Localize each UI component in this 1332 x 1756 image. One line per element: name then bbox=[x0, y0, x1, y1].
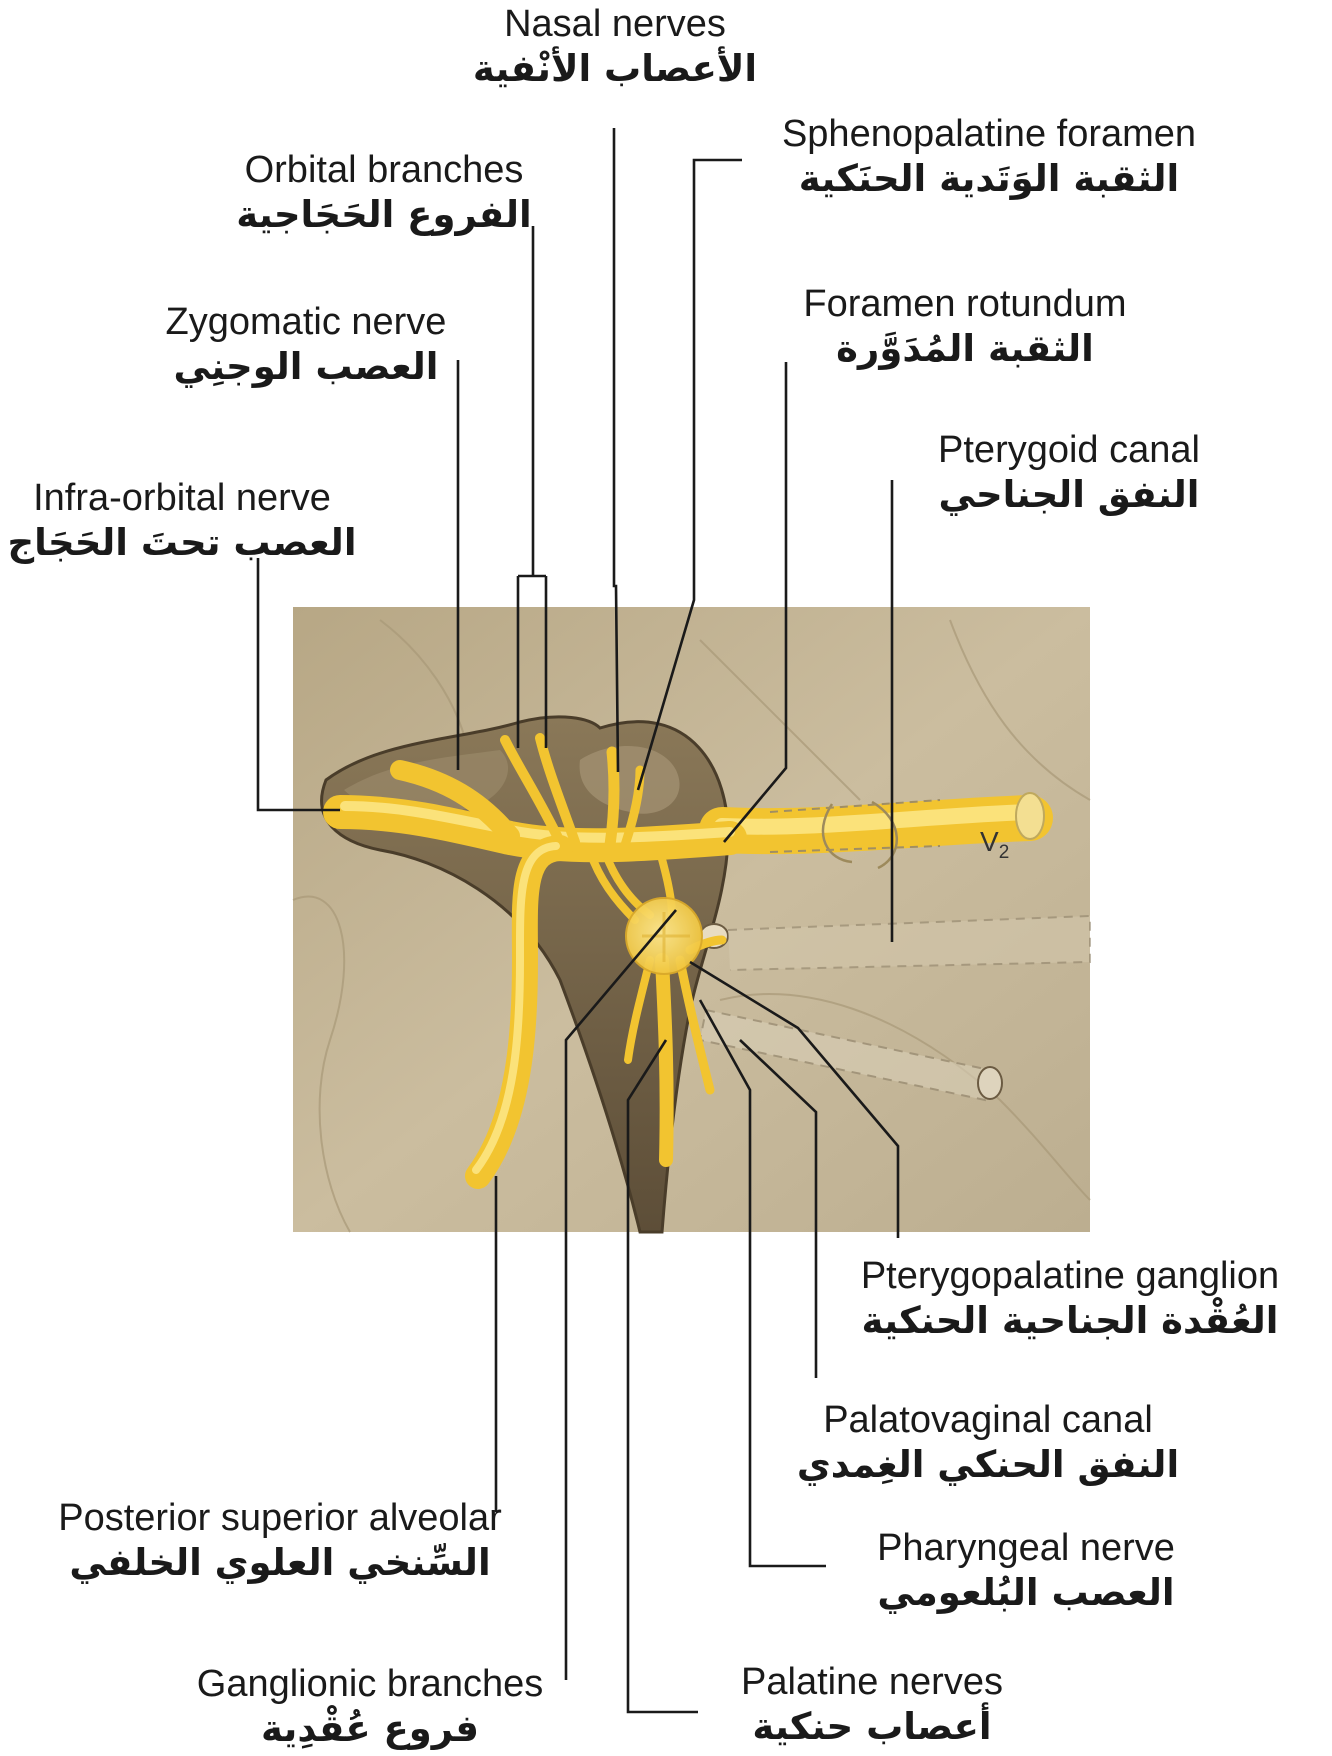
label-sphenopalatine-foramen-ar: الثقبة الوَتَدية الحنَكية bbox=[744, 157, 1234, 201]
label-pterygopalatine-ganglion: Pterygopalatine ganglion العُقْدة الجناح… bbox=[820, 1254, 1320, 1342]
label-orbital-branches-en: Orbital branches bbox=[214, 148, 554, 193]
label-infraorbital-nerve-en: Infra-orbital nerve bbox=[2, 476, 362, 521]
label-palatovaginal-canal-en: Palatovaginal canal bbox=[778, 1398, 1198, 1443]
label-pterygoid-canal-ar: النفق الجناحي bbox=[904, 473, 1234, 517]
label-pterygoid-canal-en: Pterygoid canal bbox=[904, 428, 1234, 473]
label-posterior-superior-alveolar: Posterior superior alveolar السِّنخي الع… bbox=[20, 1496, 540, 1584]
label-infraorbital-nerve-ar: العصب تحتَ الحَجَاج bbox=[2, 521, 362, 565]
label-pharyngeal-nerve-en: Pharyngeal nerve bbox=[836, 1526, 1216, 1571]
label-nasal-nerves-en: Nasal nerves bbox=[430, 2, 800, 47]
label-orbital-branches: Orbital branches الفروع الحَجَاجية bbox=[214, 148, 554, 236]
label-orbital-branches-ar: الفروع الحَجَاجية bbox=[214, 193, 554, 237]
label-sphenopalatine-foramen-en: Sphenopalatine foramen bbox=[744, 112, 1234, 157]
label-zygomatic-nerve-en: Zygomatic nerve bbox=[136, 300, 476, 345]
label-sphenopalatine-foramen: Sphenopalatine foramen الثقبة الوَتَدية … bbox=[744, 112, 1234, 200]
label-posterior-superior-alveolar-ar: السِّنخي العلوي الخلفي bbox=[20, 1541, 540, 1585]
label-posterior-superior-alveolar-en: Posterior superior alveolar bbox=[20, 1496, 540, 1541]
label-ganglionic-branches-ar: فروع عُقْدِية bbox=[160, 1707, 580, 1751]
label-ganglionic-branches-en: Ganglionic branches bbox=[160, 1662, 580, 1707]
label-foramen-rotundum-en: Foramen rotundum bbox=[770, 282, 1160, 327]
label-pharyngeal-nerve-ar: العصب البُلعومي bbox=[836, 1571, 1216, 1615]
label-nasal-nerves: Nasal nerves الأعصاب الأنْفية bbox=[430, 2, 800, 90]
label-ganglionic-branches: Ganglionic branches فروع عُقْدِية bbox=[160, 1662, 580, 1750]
label-zygomatic-nerve-ar: العصب الوجنِي bbox=[136, 345, 476, 389]
label-pterygopalatine-ganglion-ar: العُقْدة الجناحية الحنكية bbox=[820, 1299, 1320, 1343]
label-palatovaginal-canal-ar: النفق الحنكي الغِمدي bbox=[778, 1443, 1198, 1487]
label-pharyngeal-nerve: Pharyngeal nerve العصب البُلعومي bbox=[836, 1526, 1216, 1614]
label-palatovaginal-canal: Palatovaginal canal النفق الحنكي الغِمدي bbox=[778, 1398, 1198, 1486]
label-zygomatic-nerve: Zygomatic nerve العصب الوجنِي bbox=[136, 300, 476, 388]
label-infraorbital-nerve: Infra-orbital nerve العصب تحتَ الحَجَاج bbox=[2, 476, 362, 564]
label-pterygoid-canal: Pterygoid canal النفق الجناحي bbox=[904, 428, 1234, 516]
label-palatine-nerves-en: Palatine nerves bbox=[702, 1660, 1042, 1705]
label-foramen-rotundum: Foramen rotundum الثقبة المُدَوَّرة bbox=[770, 282, 1160, 370]
label-pterygopalatine-ganglion-en: Pterygopalatine ganglion bbox=[820, 1254, 1320, 1299]
label-palatine-nerves-ar: أعصاب حنكية bbox=[702, 1705, 1042, 1749]
label-foramen-rotundum-ar: الثقبة المُدَوَّرة bbox=[770, 327, 1160, 371]
label-palatine-nerves: Palatine nerves أعصاب حنكية bbox=[702, 1660, 1042, 1748]
label-nasal-nerves-ar: الأعصاب الأنْفية bbox=[430, 47, 800, 91]
